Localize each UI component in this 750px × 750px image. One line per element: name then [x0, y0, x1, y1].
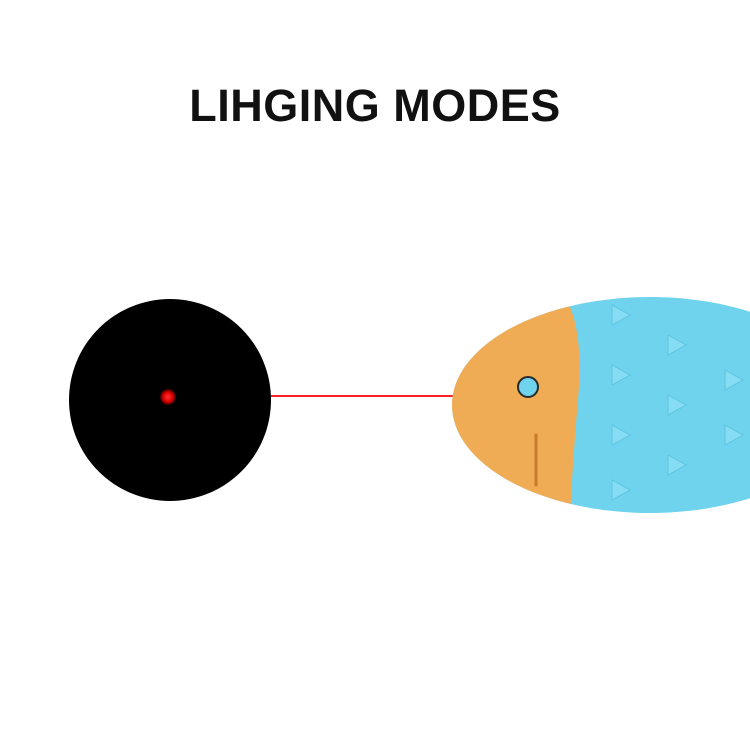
laser-dot — [160, 389, 176, 405]
fish-laser-toy — [452, 297, 750, 513]
fish-eye-button — [517, 376, 539, 398]
fish-head — [452, 297, 580, 513]
page-title: LIHGING MODES — [189, 80, 561, 131]
